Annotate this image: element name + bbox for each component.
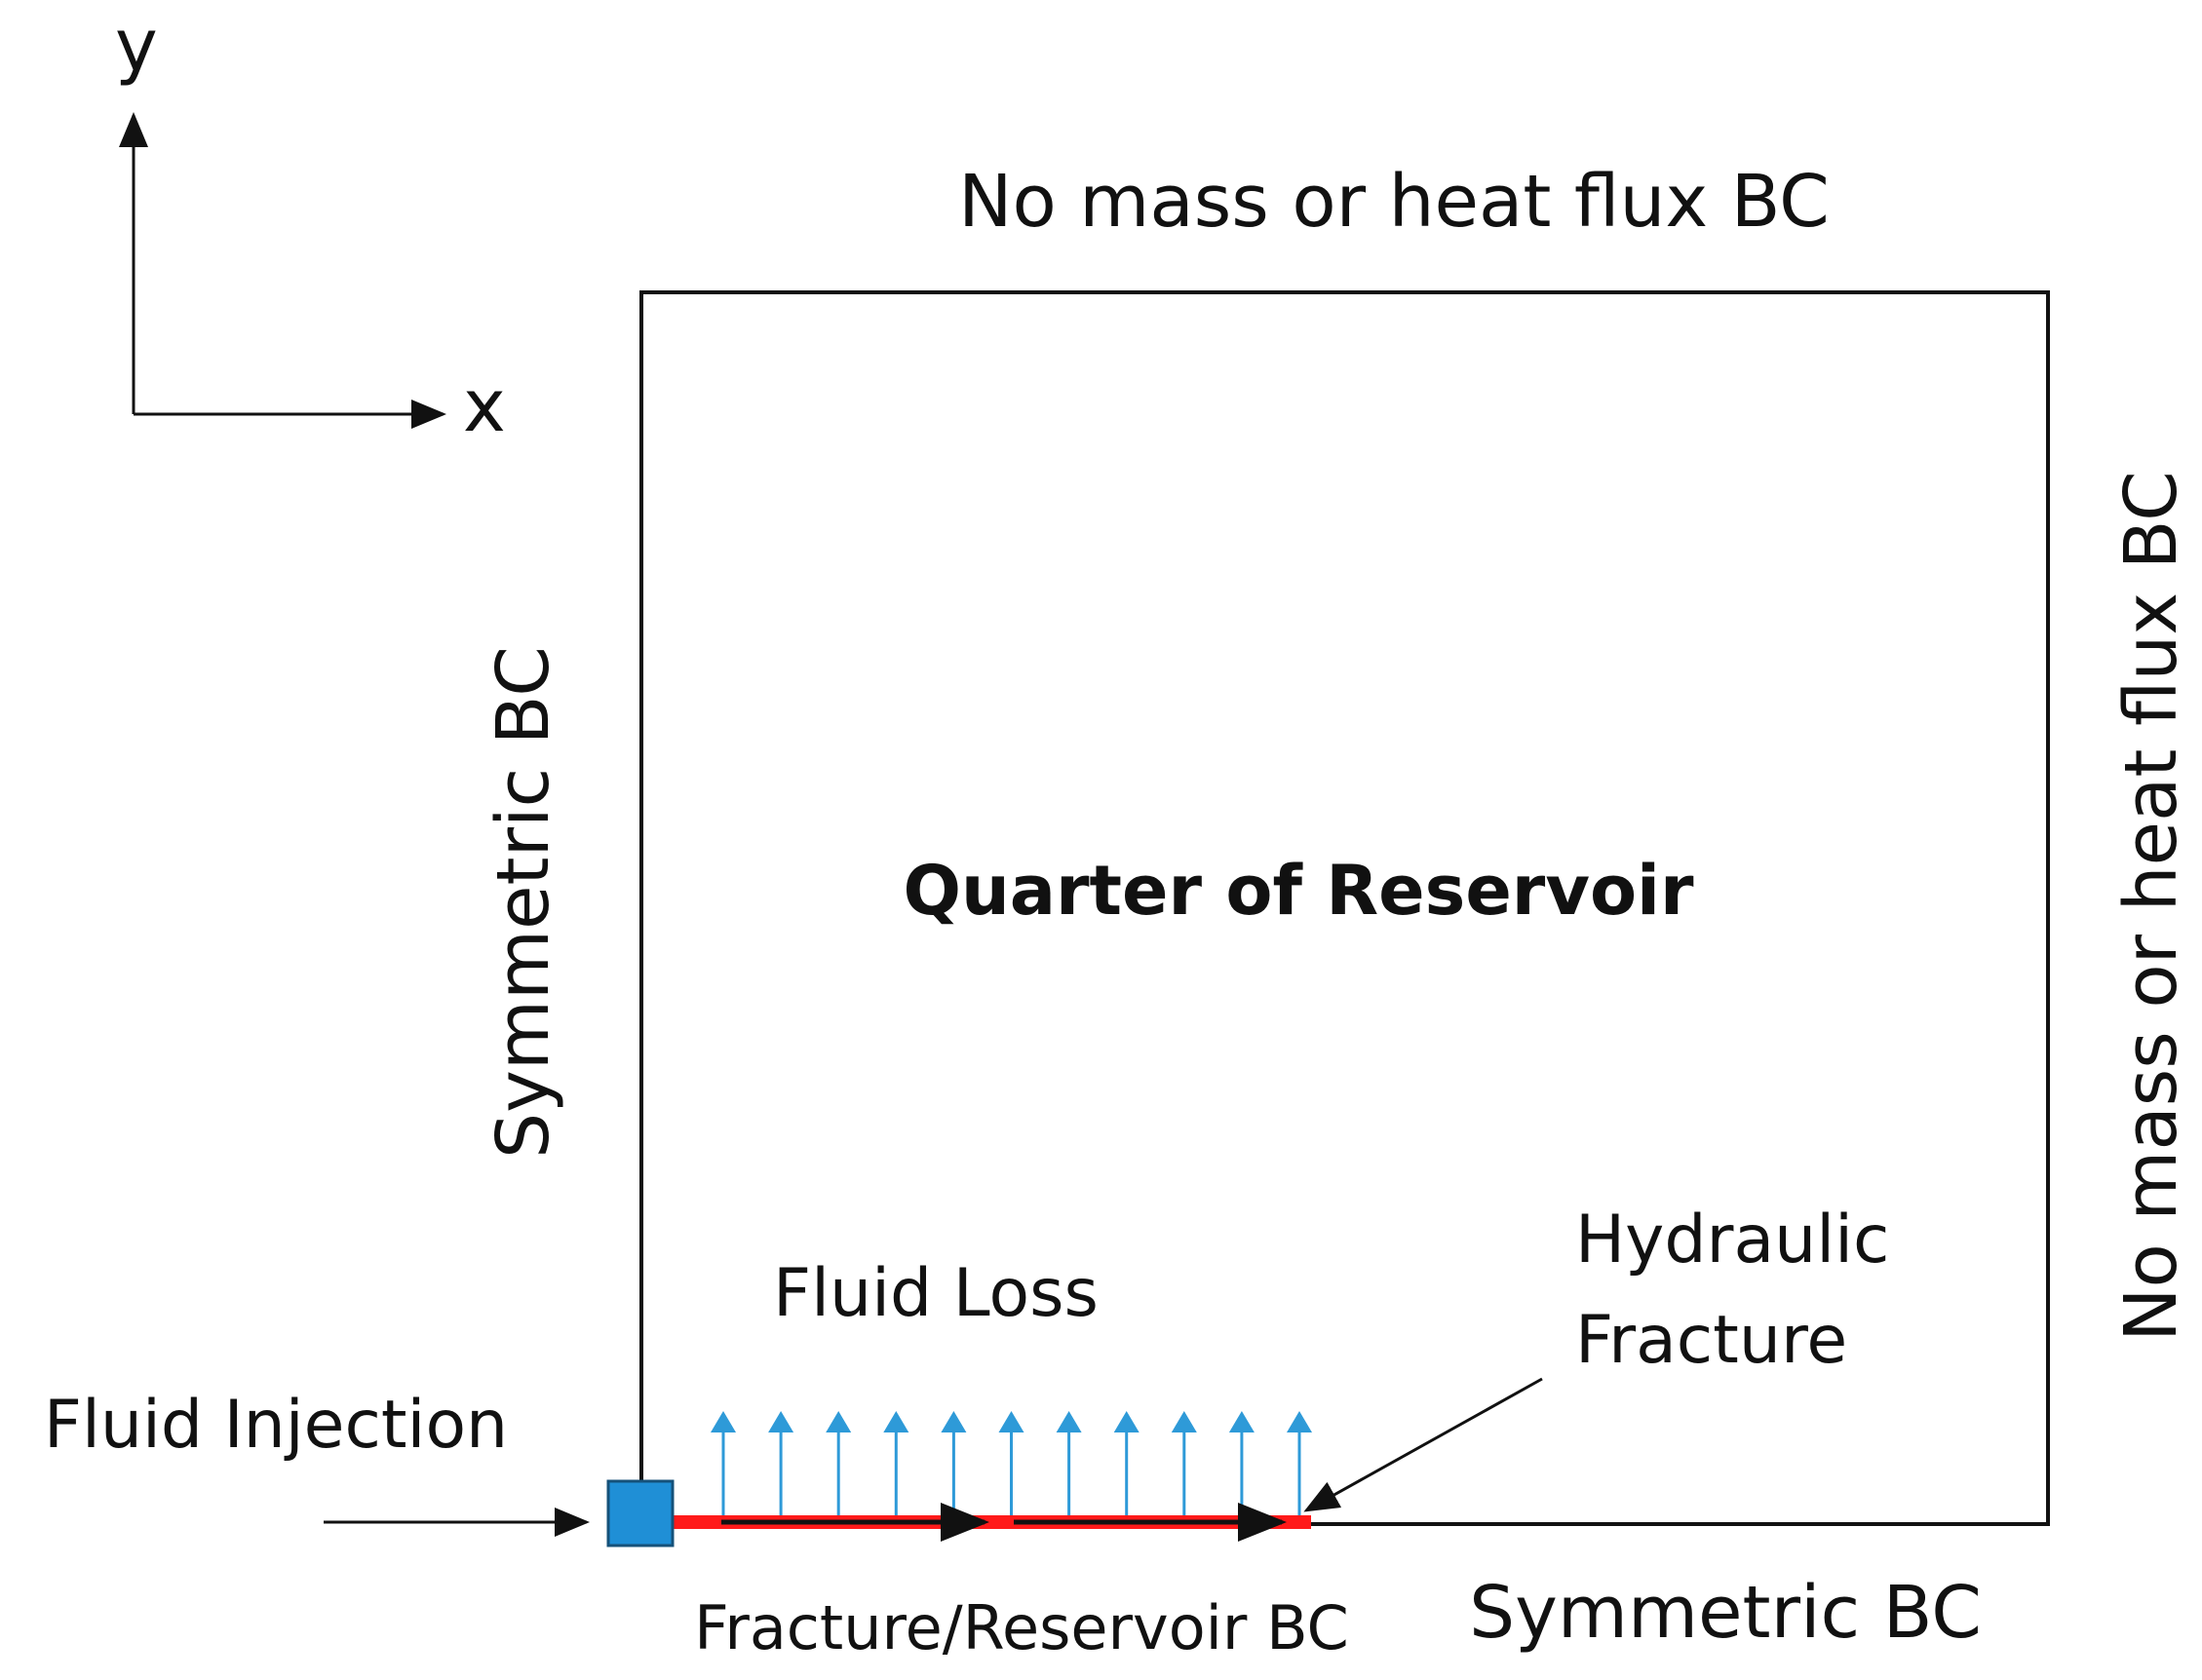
- hydraulic-fracture-label-line2: Fracture: [1575, 1302, 1847, 1379]
- fluid-loss-arrow-head: [1113, 1411, 1140, 1432]
- hydraulic-fracture-label-line1: Hydraulic: [1575, 1202, 1889, 1279]
- right-boundary-label: No mass or heat flux BC: [2109, 471, 2193, 1342]
- fluid-loss-arrow-head: [826, 1411, 852, 1432]
- fluid-loss-arrow-head: [1287, 1411, 1312, 1432]
- fluid-loss-label: Fluid Loss: [773, 1255, 1099, 1332]
- domain-label: Quarter of Reservoir: [903, 851, 1694, 931]
- fluid-loss-arrow-head: [1228, 1411, 1255, 1432]
- fluid-loss-arrow-head: [1056, 1411, 1082, 1432]
- y-axis-label: y: [115, 4, 158, 88]
- fluid-loss-arrow-head: [883, 1411, 909, 1432]
- injection-point-box: [606, 1479, 675, 1547]
- left-boundary-label: Symmetric BC: [482, 646, 565, 1159]
- fluid-loss-arrow-head: [768, 1411, 794, 1432]
- reservoir-boundary: [639, 290, 2050, 1526]
- bottom-boundary-label: Symmetric BC: [1469, 1571, 1982, 1655]
- fluid-loss-arrow-head: [941, 1411, 967, 1432]
- fluid-loss-arrow-head: [1171, 1411, 1197, 1432]
- fluid-loss-arrow-head: [711, 1411, 736, 1432]
- fracture-reservoir-bc-label: Fracture/Reservoir BC: [694, 1592, 1349, 1663]
- x-axis-label: x: [463, 364, 506, 448]
- top-boundary-label: No mass or heat flux BC: [958, 160, 1830, 244]
- fluid-loss-arrows: [711, 1411, 1312, 1516]
- fluid-injection-label: Fluid Injection: [44, 1387, 508, 1464]
- hydraulic-fracture-pointer: [1303, 1377, 1543, 1512]
- coordinate-axes: y x: [115, 4, 506, 448]
- fluid-loss-arrow-head: [998, 1411, 1024, 1432]
